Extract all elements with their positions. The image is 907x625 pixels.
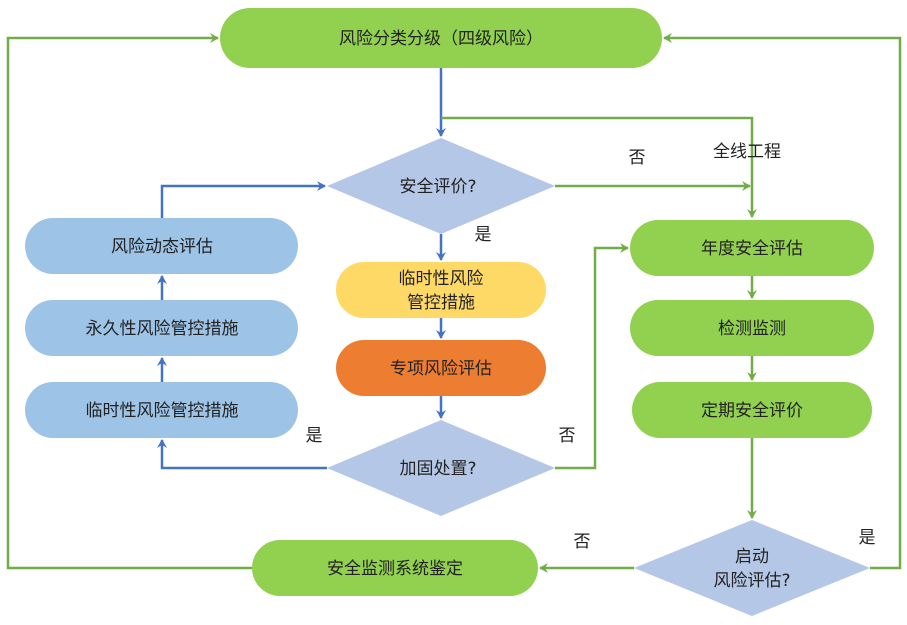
label-d2-yes: 是 xyxy=(306,426,323,446)
edge-d2-no xyxy=(555,243,629,470)
svg-text:年度安全评估: 年度安全评估 xyxy=(701,239,803,259)
svg-text:永久性风险管控措施: 永久性风险管控措施 xyxy=(86,319,239,339)
svg-text:安全评价?: 安全评价? xyxy=(399,177,476,197)
node-temporary-measures: 临时性风险 管控措施 xyxy=(336,262,546,318)
label-d2-no: 否 xyxy=(559,426,576,446)
label-whole-line: 全线工程 xyxy=(713,142,781,162)
node-permanent-measures: 永久性风险管控措施 xyxy=(25,300,298,356)
svg-text:风险动态评估: 风险动态评估 xyxy=(111,237,213,257)
svg-text:加固处置?: 加固处置? xyxy=(399,459,476,479)
svg-text:临时性风险管控措施: 临时性风险管控措施 xyxy=(86,401,239,421)
label-d1-yes: 是 xyxy=(475,225,492,245)
edge-d2-yes xyxy=(157,439,327,470)
node-system-appraisal: 安全监测系统鉴定 xyxy=(252,540,538,596)
node-monitoring: 检测监测 xyxy=(630,300,874,356)
node-periodic-evaluation: 定期安全评价 xyxy=(632,382,872,438)
node-dynamic-assessment: 风险动态评估 xyxy=(25,218,298,274)
node-d3-start-assessment: 启动 风险评估? xyxy=(634,520,870,616)
node-annual-assessment: 年度安全评估 xyxy=(630,220,874,276)
edge-appraisal-to-top xyxy=(6,33,252,570)
label-d3-yes: 是 xyxy=(859,528,876,548)
node-temporary-control: 临时性风险管控措施 xyxy=(25,382,298,438)
node-special-assessment: 专项风险评估 xyxy=(336,340,546,396)
svg-text:安全监测系统鉴定: 安全监测系统鉴定 xyxy=(327,559,463,579)
edge-dynamic-to-d1 xyxy=(160,181,326,218)
svg-text:专项风险评估: 专项风险评估 xyxy=(390,359,492,379)
svg-text:启动: 启动 xyxy=(735,547,769,567)
node-d2-reinforce: 加固处置? xyxy=(327,420,555,516)
edge-whole-line xyxy=(441,116,757,218)
label-d1-no: 否 xyxy=(629,148,646,168)
svg-text:风险分类分级（四级风险）: 风险分类分级（四级风险） xyxy=(339,29,543,49)
node-d1-safety-evaluation: 安全评价? xyxy=(327,138,555,234)
svg-text:定期安全评价: 定期安全评价 xyxy=(701,401,803,421)
svg-text:临时性风险: 临时性风险 xyxy=(399,269,484,289)
node-top: 风险分类分级（四级风险） xyxy=(220,8,662,68)
svg-text:风险评估?: 风险评估? xyxy=(713,571,790,591)
label-d3-no: 否 xyxy=(574,532,591,552)
svg-text:管控措施: 管控措施 xyxy=(407,293,475,313)
svg-text:检测监测: 检测监测 xyxy=(718,319,786,339)
edge-d3-yes xyxy=(663,33,902,570)
